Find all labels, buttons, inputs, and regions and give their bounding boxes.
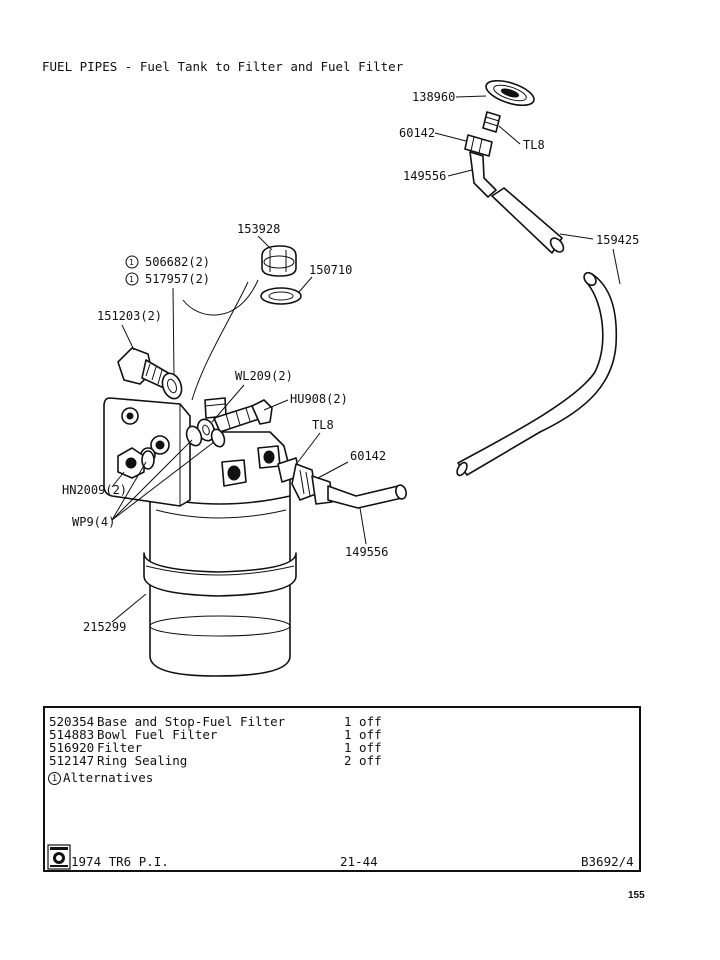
plug-153928 (261, 245, 297, 277)
pipe-149556-upper (469, 151, 497, 198)
callout-wl209: WL209(2) (235, 369, 293, 383)
bolt-hu908 (213, 399, 273, 433)
callout-tl8-mid: TL8 (312, 418, 334, 432)
page-title: FUEL PIPES - Fuel Tank to Filter and Fue… (42, 59, 404, 74)
callout-tl8-top: TL8 (523, 138, 545, 152)
callout-151203: 151203(2) (97, 309, 162, 323)
washer-506682 (161, 372, 183, 400)
callout-506682: 506682(2) (145, 255, 210, 269)
callout-149556-bottom: 149556 (345, 545, 388, 559)
callout-215299: 215299 (83, 620, 126, 634)
alt-marker-2: 1 (129, 275, 134, 284)
callout-138960: 138960 (412, 90, 455, 104)
callout-150710: 150710 (309, 263, 352, 277)
fuel-filter-bowl (143, 495, 297, 677)
callout-hn2009: HN2009(2) (62, 483, 127, 497)
callout-60142-mid: 60142 (350, 449, 386, 463)
callout-60142-top: 60142 (399, 126, 435, 140)
washer-150710 (260, 287, 302, 305)
page-number: 155 (628, 890, 645, 901)
brand-logo-icon (47, 844, 71, 870)
tank-outlet-adaptor (464, 111, 501, 157)
callout-153928: 153928 (237, 222, 280, 236)
alt-marker-1: 1 (129, 258, 134, 267)
callout-159425: 159425 (596, 233, 639, 247)
washers-wp9 (185, 425, 226, 448)
footer-section: 21-44 (340, 854, 378, 869)
callout-hu908: HU908(2) (290, 392, 348, 406)
footer-model: 1974 TR6 P.I. (71, 854, 169, 869)
callout-wp9: WP9(4) (72, 515, 115, 529)
callout-149556-top: 149556 (403, 169, 446, 183)
sealing-washer-138960 (485, 79, 535, 107)
hose-159425 (456, 187, 618, 477)
pipe-149556-lower (327, 484, 407, 509)
callout-517957: 517957(2) (145, 272, 210, 286)
outlet-adaptor-tl8-60142 (277, 457, 333, 505)
footer-reference: B3692/4 (581, 854, 634, 869)
alt-marker-legend: 1 (48, 772, 61, 785)
